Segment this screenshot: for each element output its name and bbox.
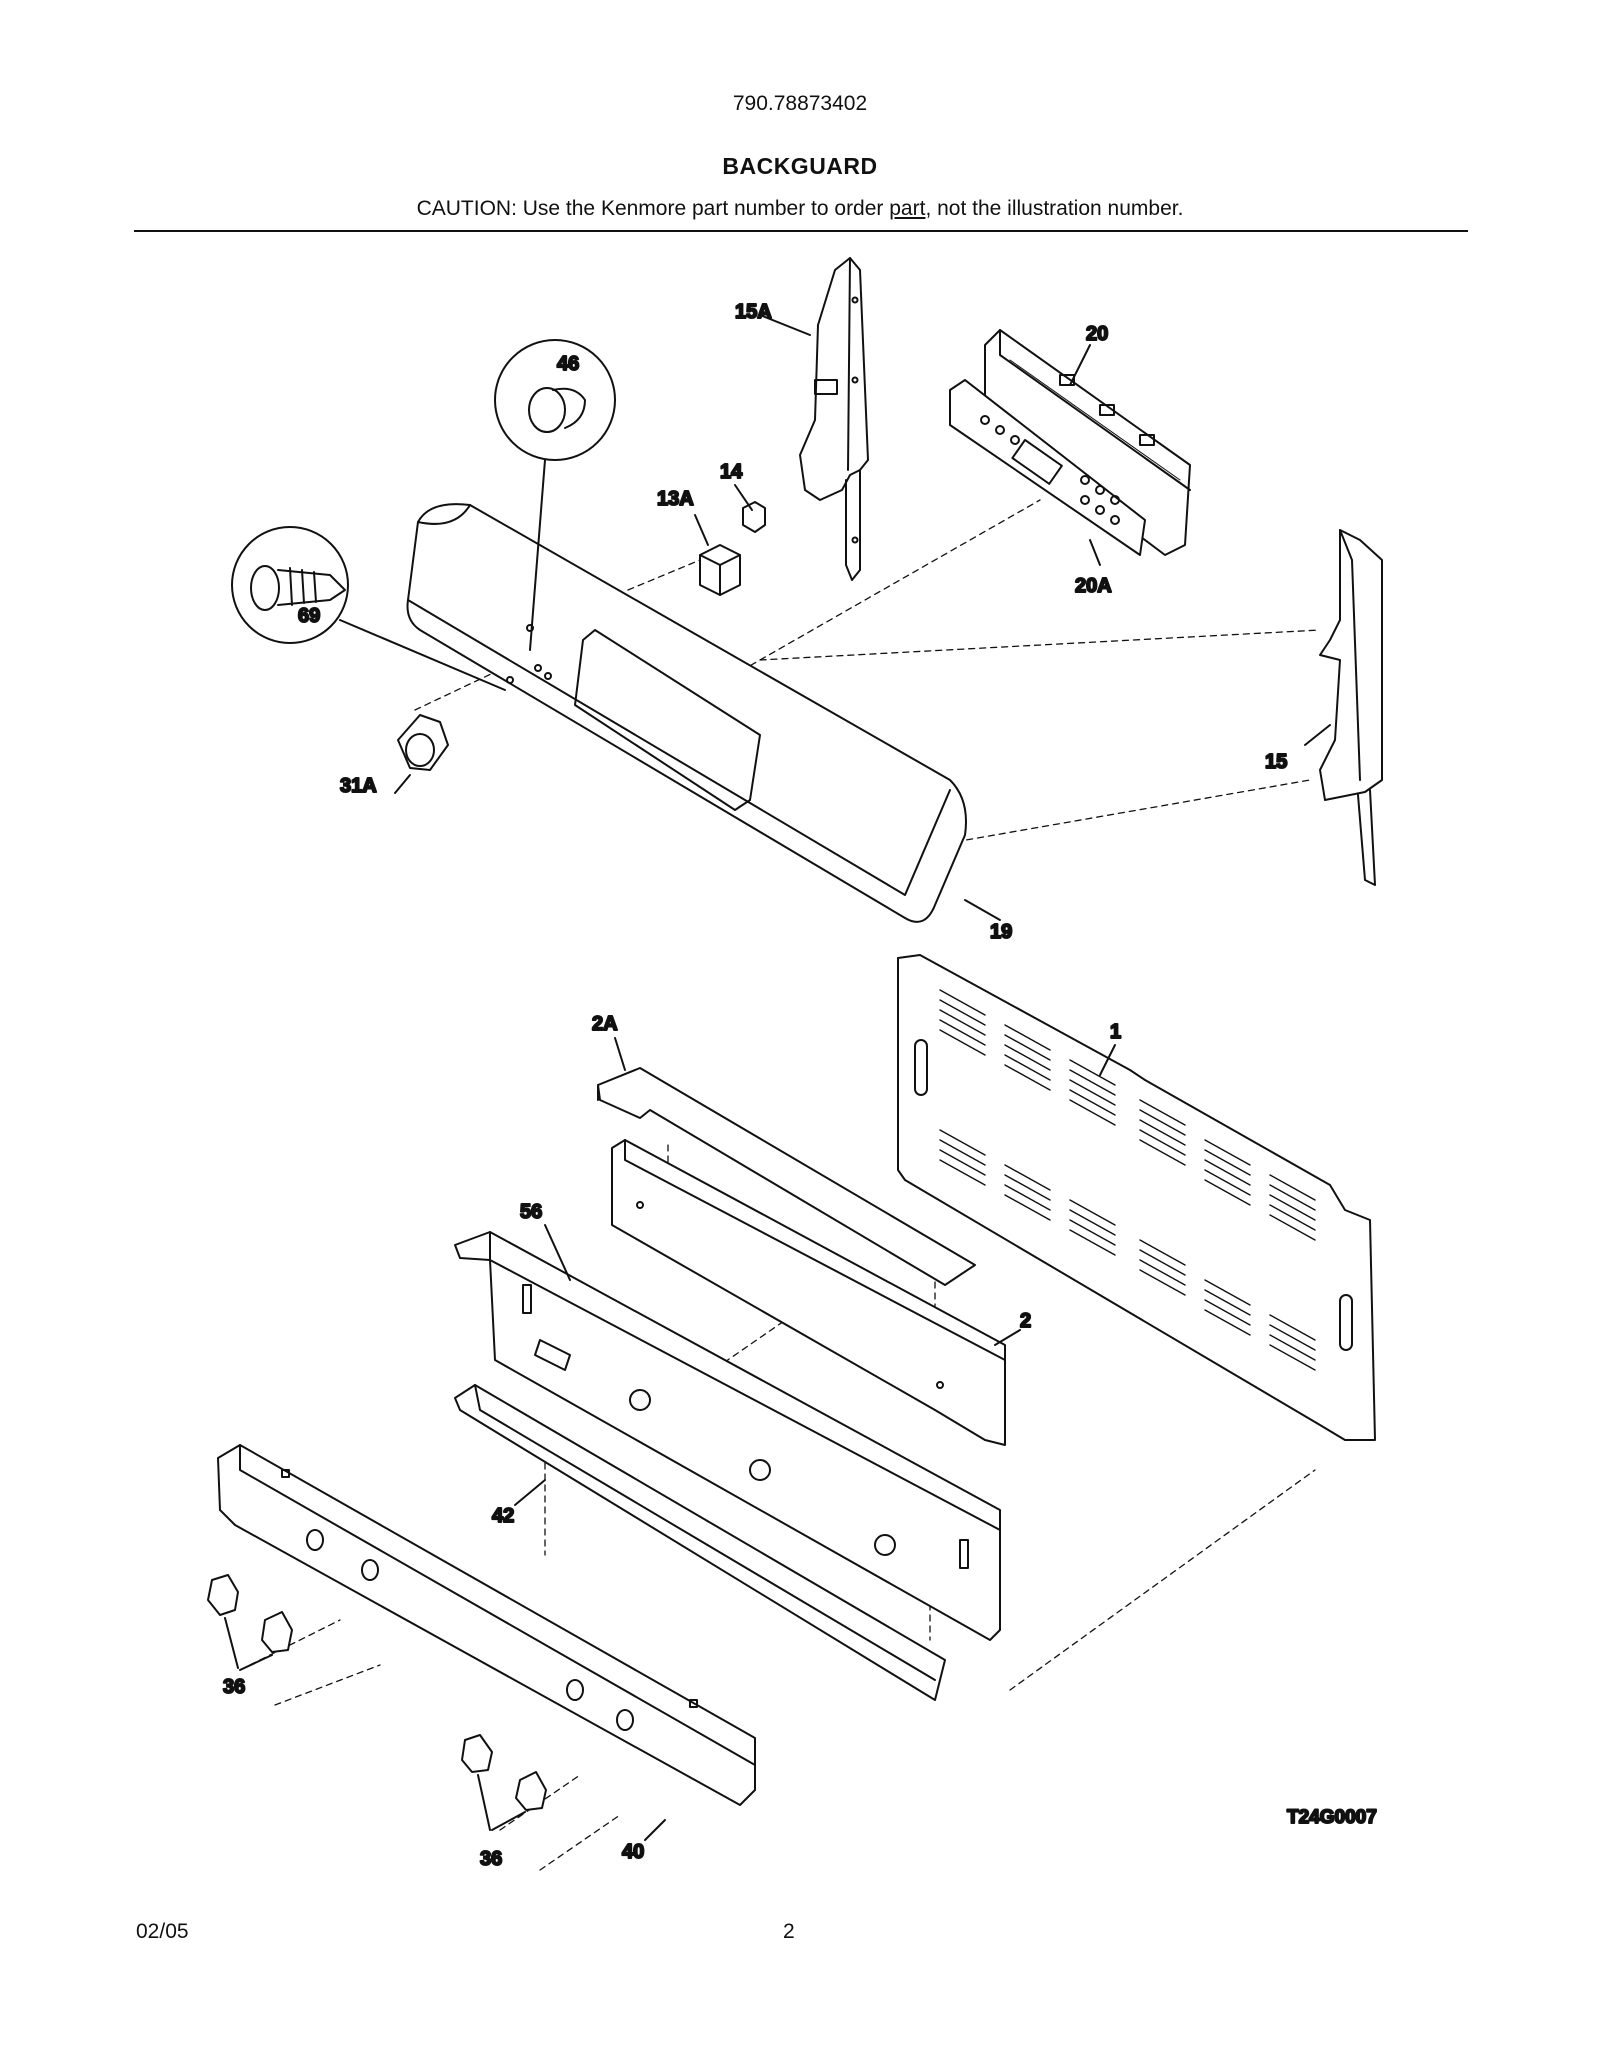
callout-15: 15 — [1265, 751, 1287, 773]
part-19-backguard-panel — [406, 503, 967, 923]
part-42-rail — [454, 1384, 946, 1701]
part-1-rear-panel — [897, 954, 1376, 1441]
callout-15a: 15A — [735, 301, 772, 323]
callout-2: 2 — [1020, 1310, 1031, 1332]
footer-date: 02/05 — [136, 1920, 189, 1943]
part-56-manifold-panel — [454, 1231, 1001, 1641]
callout-40: 40 — [622, 1841, 644, 1863]
callout-2a: 2A — [592, 1013, 618, 1035]
leader-lines — [394, 314, 1331, 1841]
part-69-zoom-circle — [231, 526, 506, 691]
part-14-switch — [742, 501, 766, 533]
callout-56: 56 — [520, 1201, 542, 1223]
callout-14: 14 — [720, 461, 743, 483]
section-title: BACKGUARD — [722, 153, 878, 179]
caution-suffix: , not the illustration number. — [925, 197, 1184, 220]
part-15a-bracket — [799, 257, 869, 581]
callout-20a: 20A — [1075, 575, 1112, 597]
part-13a-switch — [699, 544, 741, 596]
callout-42: 42 — [492, 1505, 514, 1527]
model-number: 790.78873402 — [732, 92, 868, 115]
part-15-bracket — [1319, 529, 1383, 886]
header-rule — [134, 230, 1468, 232]
part-36-knobs — [207, 1574, 547, 1831]
callout-31a: 31A — [340, 775, 377, 797]
callout-36-upper: 36 — [223, 1676, 245, 1698]
callout-36-lower: 36 — [480, 1848, 502, 1870]
vent-slots — [939, 989, 1316, 1371]
callout-1: 1 — [1110, 1021, 1121, 1043]
callout-69: 69 — [298, 605, 320, 627]
callout-46: 46 — [557, 353, 579, 375]
drawing-code: T24G0007 — [1287, 1807, 1377, 1828]
part-2a-shield — [597, 1067, 976, 1286]
caution-note: CAUTION: Use the Kenmore part number to … — [0, 197, 1600, 221]
part-46-zoom-circle — [494, 339, 616, 651]
caution-part-word: part — [889, 197, 926, 220]
part-40-control-panel — [217, 1444, 756, 1806]
callout-19: 19 — [990, 921, 1012, 943]
callout-13a: 13A — [657, 488, 694, 510]
part-20a-overlay — [949, 379, 1146, 556]
part-31a-knob — [397, 714, 449, 771]
part-2-panel — [611, 1139, 1006, 1446]
footer-page-number: 2 — [783, 1920, 795, 1943]
caution-prefix: CAUTION: Use the Kenmore part number to … — [416, 197, 890, 220]
callout-20: 20 — [1086, 323, 1108, 345]
